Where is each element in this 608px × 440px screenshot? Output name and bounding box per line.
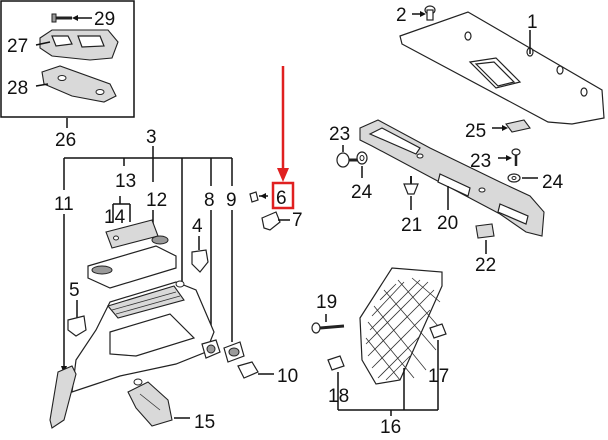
label-9: 9 bbox=[226, 190, 237, 211]
part-1-upper-panel bbox=[399, 11, 605, 125]
part-3-trim-panel bbox=[71, 280, 215, 393]
inset-box: 29 27 28 bbox=[0, 0, 135, 128]
label-3: 3 bbox=[146, 127, 157, 148]
part-24-nut-right bbox=[507, 173, 538, 183]
part-24-washer-left bbox=[356, 151, 368, 165]
label-7: 7 bbox=[292, 210, 303, 231]
label-24-right: 24 bbox=[542, 172, 564, 193]
part-23-screw-right bbox=[498, 148, 521, 166]
part-16-cargo-net bbox=[359, 267, 443, 385]
label-2: 2 bbox=[396, 5, 407, 26]
label-27: 27 bbox=[7, 36, 28, 57]
part-18-clip bbox=[327, 355, 345, 371]
label-17: 17 bbox=[428, 366, 449, 387]
part-22-clip bbox=[475, 223, 495, 254]
part-28-shape bbox=[41, 65, 117, 103]
part-3-bracket bbox=[63, 146, 233, 300]
label-13: 13 bbox=[115, 171, 136, 192]
part-17-clip bbox=[429, 323, 447, 339]
part-9-ring bbox=[223, 341, 245, 363]
part-27-shape bbox=[39, 29, 119, 61]
part-6-highlight-box bbox=[271, 181, 295, 210]
label-23-left: 23 bbox=[329, 124, 350, 145]
label-5: 5 bbox=[69, 280, 80, 301]
label-24-left: 24 bbox=[351, 182, 373, 203]
label-19: 19 bbox=[316, 292, 337, 313]
label-25: 25 bbox=[465, 121, 486, 142]
label-22: 22 bbox=[475, 255, 496, 276]
label-16: 16 bbox=[380, 417, 401, 438]
label-6: 6 bbox=[276, 188, 287, 209]
label-29: 29 bbox=[94, 9, 115, 30]
part-19-bolt bbox=[311, 314, 345, 334]
label-21: 21 bbox=[401, 215, 422, 236]
label-12: 12 bbox=[146, 190, 167, 211]
label-11: 11 bbox=[54, 194, 74, 215]
part-5-clip bbox=[67, 315, 87, 337]
part-6-clip bbox=[249, 191, 268, 203]
label-8: 8 bbox=[204, 190, 215, 211]
part-29-shape bbox=[51, 13, 72, 23]
label-15: 15 bbox=[194, 412, 215, 433]
part-15-bracket bbox=[127, 381, 173, 427]
part-20-rail bbox=[359, 119, 545, 237]
label-4: 4 bbox=[192, 216, 203, 237]
label-20: 20 bbox=[437, 213, 458, 234]
highlight-arrow bbox=[277, 66, 289, 182]
label-28: 28 bbox=[7, 78, 28, 99]
part-10-bracket bbox=[237, 361, 259, 379]
label-26: 26 bbox=[55, 130, 76, 151]
part-25-cap bbox=[492, 119, 531, 133]
part-7-clip bbox=[261, 211, 290, 231]
label-1: 1 bbox=[527, 12, 538, 33]
part-13-tray bbox=[87, 235, 177, 289]
part-4-clip bbox=[191, 249, 209, 273]
label-18: 18 bbox=[328, 386, 349, 407]
part-21-clip bbox=[403, 176, 419, 195]
part-8-ring bbox=[201, 339, 221, 359]
part-2-clip bbox=[412, 5, 436, 21]
part-11-strip bbox=[49, 365, 77, 429]
label-10: 10 bbox=[277, 366, 298, 387]
label-23-right: 23 bbox=[470, 151, 491, 172]
label-14: 14 bbox=[104, 207, 126, 228]
